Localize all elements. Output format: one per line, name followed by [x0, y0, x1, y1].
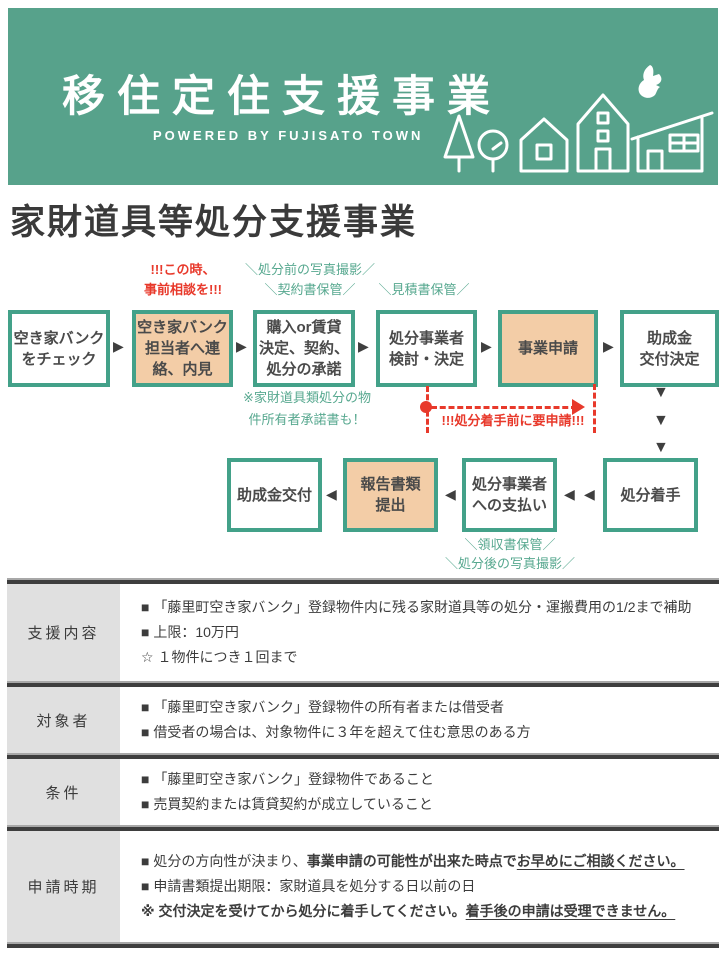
- flow-step-check-akiya-bank: 空き家バンク をチェック: [8, 310, 110, 387]
- table-row-application-period: 申請時期 ■ 処分の方向性が決まり、事業申請の可能性が出来た時点でお早めにご相談…: [7, 831, 719, 942]
- row-label: 条件: [7, 759, 120, 825]
- table-border: [7, 825, 719, 831]
- arrow-down-icon: ▼: [653, 384, 669, 401]
- flow-step-disposal-start: 処分着手: [603, 458, 698, 532]
- flow-step-purchase-decision: 購入or賃貸 決定、契約、 処分の承諾: [253, 310, 355, 387]
- bird-icon: [638, 65, 662, 98]
- flow-step-contact-staff: 空き家バンク 担当者へ連 絡、内見: [132, 310, 233, 387]
- slant-roof-house-icon: [630, 111, 714, 173]
- arrow-right-icon: ▶: [236, 338, 247, 354]
- arrow-left-icon: ◀: [584, 486, 595, 502]
- flowchart: !!!この時、 事前相談を!!! ＼処分前の写真撮影／ ＼契約書保管／ ＼見積書…: [0, 255, 726, 578]
- dashed-line-start-dot: [420, 401, 432, 413]
- row-label: 支援内容: [7, 584, 120, 681]
- table-row-eligible: 対象者 ■ 「藤里町空き家バンク」登録物件の所有者または借受者 ■ 借受者の場合…: [7, 687, 719, 753]
- note-apply-before-start: !!!処分着手前に要申請!!!: [441, 413, 585, 428]
- table-line: ■ 処分の方向性が決まり、事業申請の可能性が出来た時点でお早めにご相談ください。: [141, 853, 685, 869]
- header-banner: 移住定住支援事業 POWERED BY FUJISATO TOWN: [8, 8, 718, 185]
- arrow-right-icon: ▶: [481, 338, 492, 354]
- note-owner-consent: ※家財道具類処分の物 件所有者承諾書も！: [243, 390, 371, 427]
- row-label: 申請時期: [7, 831, 120, 942]
- table-border: [7, 681, 719, 687]
- table-line: ■ 「藤里町空き家バンク」登録物件の所有者または借受者: [141, 699, 505, 715]
- banner-illustration: [443, 65, 714, 173]
- flow-step-grant-decision: 助成金 交付決定: [620, 310, 719, 387]
- table-line: ■ 借受者の場合は、対象物件に３年を超えて住む意思のある方: [141, 724, 531, 740]
- flow-step-application: 事業申請: [498, 310, 598, 387]
- round-tree-icon: [477, 129, 509, 173]
- arrow-right-icon: ▶: [603, 338, 614, 354]
- arrow-left-icon: ◀: [445, 486, 456, 502]
- dashed-arrow-head: [572, 399, 585, 415]
- table-row-support: 支援内容 ■ 「藤里町空き家バンク」登録物件内に残る家財道具等の処分・運搬費用の…: [7, 584, 719, 681]
- note-keep-estimate: ＼見積書保管／: [378, 282, 470, 297]
- info-table: 支援内容 ■ 「藤里町空き家バンク」登録物件内に残る家財道具等の処分・運搬費用の…: [7, 578, 719, 948]
- table-border: [7, 942, 719, 948]
- program-title: 移住定住支援事業: [62, 73, 502, 121]
- arrow-down-icon: ▼: [653, 439, 669, 456]
- flow-step-payment-to-contractor: 処分事業者 への支払い: [462, 458, 557, 532]
- program-subtitle: POWERED BY FUJISATO TOWN: [153, 128, 424, 143]
- arrow-right-icon: ▶: [358, 338, 369, 354]
- table-line: ■ 「藤里町空き家バンク」登録物件であること: [141, 771, 434, 787]
- conifer-tree-icon: [443, 114, 475, 173]
- table-line: ※ 交付決定を受けてから処分に着手してください。着手後の申請は受理できません。: [141, 903, 676, 919]
- arrow-left-icon: ◀: [326, 486, 337, 502]
- flow-step-contractor-decision: 処分事業者 検討・決定: [376, 310, 477, 387]
- table-border: [7, 578, 719, 584]
- table-line: ■ 上限：10万円: [141, 624, 239, 640]
- table-border: [7, 753, 719, 759]
- dashed-line-vertical-right: [593, 384, 596, 433]
- arrow-down-icon: ▼: [653, 412, 669, 429]
- arrow-right-icon: ▶: [113, 338, 124, 354]
- table-line: ■ 売買契約または賃貸契約が成立していること: [141, 796, 433, 812]
- dashed-line-horizontal: [431, 406, 577, 409]
- table-line: ■ 申請書類提出期限：家財道具を処分する日以前の日: [141, 878, 476, 894]
- tall-house-icon: [576, 93, 630, 173]
- table-line: ☆ １物件につき１回まで: [141, 649, 298, 665]
- row-label: 対象者: [7, 687, 120, 753]
- flow-step-report-submission: 報告書類 提出: [343, 458, 438, 532]
- table-row-conditions: 条件 ■ 「藤里町空き家バンク」登録物件であること ■ 売買契約または賃貸契約が…: [7, 759, 719, 825]
- arrow-left-icon: ◀: [564, 486, 575, 502]
- section-title: 家財道具等処分支援事業: [10, 203, 418, 242]
- note-consult-first: !!!この時、 事前相談を!!!: [144, 262, 222, 297]
- house-icon: [519, 117, 569, 173]
- flow-step-grant-payment: 助成金交付: [227, 458, 322, 532]
- note-keep-receipt: ＼領収書保管／ ＼処分後の写真撮影／: [444, 537, 575, 571]
- table-line: ■ 「藤里町空き家バンク」登録物件内に残る家財道具等の処分・運搬費用の1/2まで…: [141, 599, 692, 615]
- note-photo-before: ＼処分前の写真撮影／ ＼契約書保管／: [244, 262, 375, 297]
